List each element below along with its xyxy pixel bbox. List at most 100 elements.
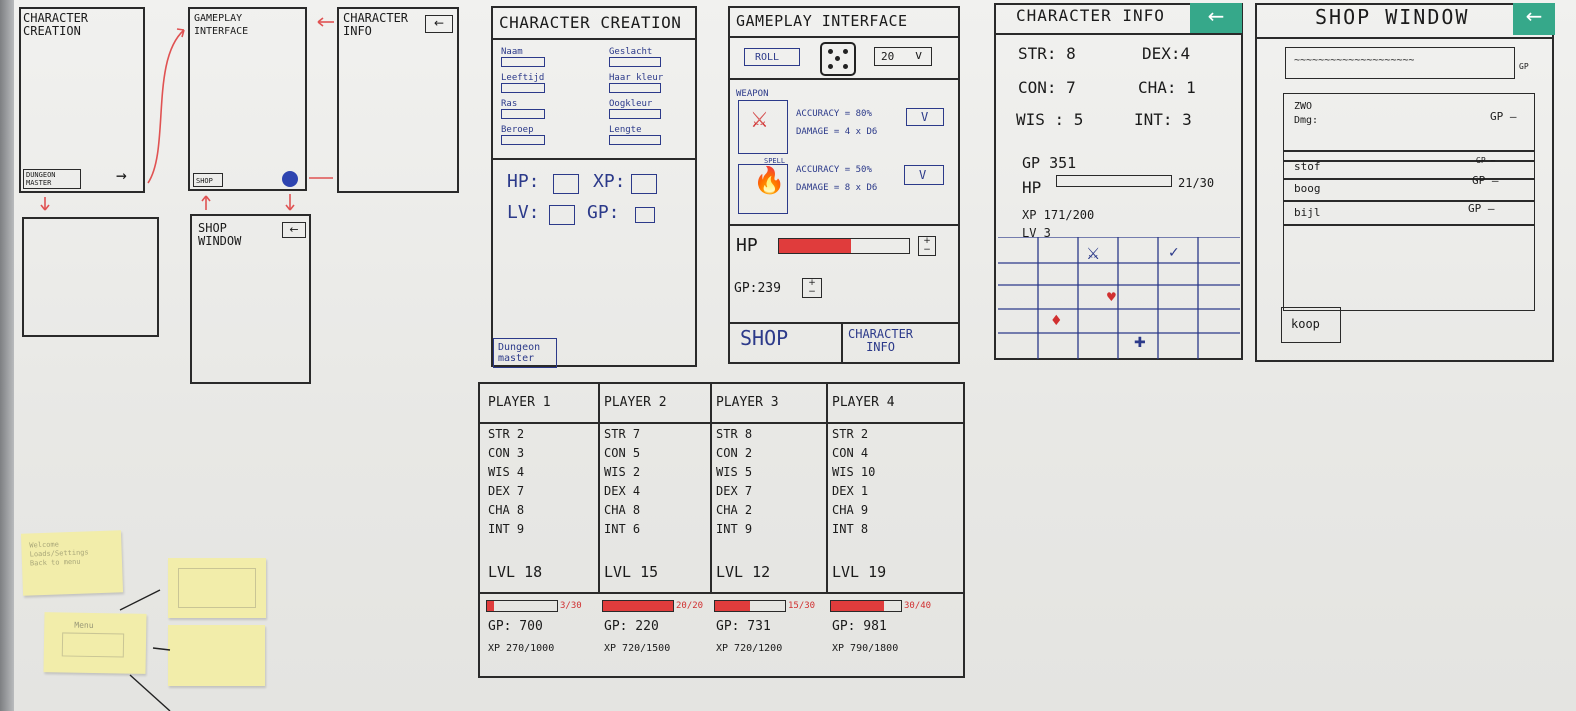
creation-field-input[interactable] bbox=[609, 109, 661, 119]
sticky-note-text: Menu bbox=[74, 620, 94, 630]
info-icon[interactable] bbox=[282, 171, 298, 187]
sitemap-shop-window: SHOP WINDOW ← bbox=[190, 214, 311, 384]
search-scribble: ~~~~~~~~~~~~~~~~~~~~ bbox=[1294, 55, 1415, 66]
back-arrow-icon[interactable]: ← bbox=[1513, 3, 1555, 35]
charinfo-gp: GP 351 bbox=[1022, 154, 1077, 172]
spell-accuracy: ACCURACY = 50% bbox=[796, 165, 872, 175]
svg-text:♥: ♥ bbox=[1106, 290, 1117, 304]
sitemap-charinfo-title: CHARACTER INFO bbox=[343, 11, 409, 38]
inventory-grid[interactable]: ⚔ ✓ ♥ ♦ ✚ bbox=[998, 237, 1240, 359]
character-info-tab[interactable]: CHARACTER INFO bbox=[848, 327, 914, 354]
shop-item-bijl[interactable]: bijl bbox=[1294, 206, 1321, 219]
svg-text:⚔: ⚔ bbox=[1086, 244, 1100, 263]
sitemap-placeholder bbox=[22, 217, 159, 337]
back-button-icon[interactable]: ← bbox=[425, 15, 453, 33]
player-level: LVL 15 bbox=[604, 563, 659, 581]
dice-icon bbox=[820, 42, 856, 76]
dungeon-master-button[interactable]: Dungeon master bbox=[493, 338, 557, 368]
creation-lv-box[interactable] bbox=[549, 205, 575, 225]
shop-title: SHOP WINDOW bbox=[1315, 5, 1470, 29]
shop-item-stof-price: GP — bbox=[1476, 156, 1496, 165]
svg-text:♦: ♦ bbox=[1050, 313, 1063, 329]
creation-field-label: Leeftijd bbox=[501, 73, 545, 83]
player-hp-bar bbox=[602, 600, 674, 612]
sitemap-character-creation: CHARACTER CREATION DUNGEON MASTER → bbox=[19, 7, 145, 193]
weapon-dropdown[interactable]: V bbox=[906, 108, 944, 126]
shop-item-boog[interactable]: boog bbox=[1294, 182, 1321, 195]
creation-field-input[interactable] bbox=[609, 83, 661, 93]
chevron-down-icon: V bbox=[919, 168, 927, 182]
sitemap-shop-title: SHOP WINDOW bbox=[198, 221, 242, 248]
back-arrow-icon[interactable]: ← bbox=[1190, 3, 1242, 33]
player-stat-str: STR 7 bbox=[604, 427, 641, 441]
creation-xp-box[interactable] bbox=[631, 174, 657, 194]
creation-field-input[interactable] bbox=[609, 57, 661, 67]
creation-field-label: Geslacht bbox=[609, 47, 653, 57]
player-stat-dex: DEX 7 bbox=[716, 484, 753, 498]
weapon-slot[interactable]: ⚔ bbox=[738, 100, 788, 154]
creation-field-input[interactable] bbox=[501, 135, 545, 145]
stat-dex: DEX:4 bbox=[1142, 44, 1191, 63]
charinfo-xp: XP 171/200 bbox=[1022, 208, 1095, 222]
sitemap-shop-button[interactable]: SHOP bbox=[193, 173, 223, 187]
player-stat-int: INT 9 bbox=[488, 522, 525, 536]
creation-gp-box[interactable] bbox=[635, 207, 655, 223]
player-xp: XP 720/1500 bbox=[604, 643, 671, 654]
player-gp: GP: 220 bbox=[604, 619, 659, 634]
player-hp-value: 3/30 bbox=[560, 601, 582, 611]
gp-stepper[interactable]: +− bbox=[802, 278, 822, 298]
chevron-down-icon: V bbox=[921, 110, 929, 124]
search-input[interactable]: ~~~~~~~~~~~~~~~~~~~~ bbox=[1285, 47, 1515, 79]
sword-icon: ⚔ bbox=[751, 101, 768, 134]
creation-field-label: Oogkleur bbox=[609, 99, 653, 109]
sitemap-title: CHARACTER CREATION bbox=[23, 11, 89, 38]
hp-stepper[interactable]: +− bbox=[918, 236, 936, 256]
spell-dropdown[interactable]: V bbox=[904, 165, 944, 185]
back-button-icon[interactable]: ← bbox=[282, 222, 306, 238]
stat-con: CON: 7 bbox=[1018, 78, 1076, 97]
spell-icon: 🔥 bbox=[753, 166, 786, 196]
shop-item-stof[interactable]: stof bbox=[1294, 160, 1321, 173]
player-stat-str: STR 2 bbox=[488, 427, 525, 441]
dice-select[interactable]: 20 v bbox=[874, 47, 932, 66]
player-name: PLAYER 1 bbox=[488, 395, 551, 410]
sitemap-character-info: CHARACTER INFO ← bbox=[337, 7, 459, 193]
player-stat-con: CON 3 bbox=[488, 446, 525, 460]
creation-field-input[interactable] bbox=[501, 83, 545, 93]
player-hp-bar-fill bbox=[487, 601, 494, 611]
dungeon-master-button[interactable]: DUNGEON MASTER bbox=[23, 169, 81, 189]
charinfo-title: CHARACTER INFO bbox=[1016, 6, 1165, 25]
buy-button[interactable]: koop bbox=[1281, 307, 1341, 343]
hp-bar-fill bbox=[779, 239, 851, 253]
creation-hp-box[interactable] bbox=[553, 174, 579, 194]
player-stat-int: INT 8 bbox=[832, 522, 869, 536]
svg-text:✚: ✚ bbox=[1134, 335, 1146, 351]
player-gp: GP: 981 bbox=[832, 619, 887, 634]
creation-gp-label: GP: bbox=[587, 202, 620, 223]
charinfo-hp-bar bbox=[1056, 175, 1172, 187]
player-stat-con: CON 2 bbox=[716, 446, 753, 460]
weapon-accuracy: ACCURACY = 80% bbox=[796, 109, 872, 119]
player-hp-value: 20/20 bbox=[676, 601, 704, 611]
spell-slot[interactable]: 🔥 bbox=[738, 164, 788, 214]
creation-field-input[interactable] bbox=[501, 109, 545, 119]
weapon-label: WEAPON bbox=[736, 89, 769, 99]
player-level: LVL 12 bbox=[716, 563, 771, 581]
sticky-note-text: Welcome Loads/Settings Back to menu bbox=[29, 540, 89, 568]
creation-field-input[interactable] bbox=[501, 57, 545, 67]
roll-button[interactable]: ROLL bbox=[744, 48, 800, 66]
player-stat-cha: CHA 2 bbox=[716, 503, 753, 517]
shop-tab[interactable]: SHOP bbox=[740, 326, 789, 350]
creation-field-label: Ras bbox=[501, 99, 518, 109]
player-xp: XP 720/1200 bbox=[716, 643, 783, 654]
player-stat-con: CON 5 bbox=[604, 446, 641, 460]
player-hp-bar bbox=[714, 600, 786, 612]
creation-title: CHARACTER CREATION bbox=[499, 13, 682, 32]
creation-field-input[interactable] bbox=[609, 135, 661, 145]
creation-field-label: Haar kleur bbox=[609, 73, 664, 83]
sticky-note bbox=[168, 558, 266, 618]
gameplay-title: GAMEPLAY INTERFACE bbox=[736, 12, 908, 30]
player-stat-con: CON 4 bbox=[832, 446, 869, 460]
